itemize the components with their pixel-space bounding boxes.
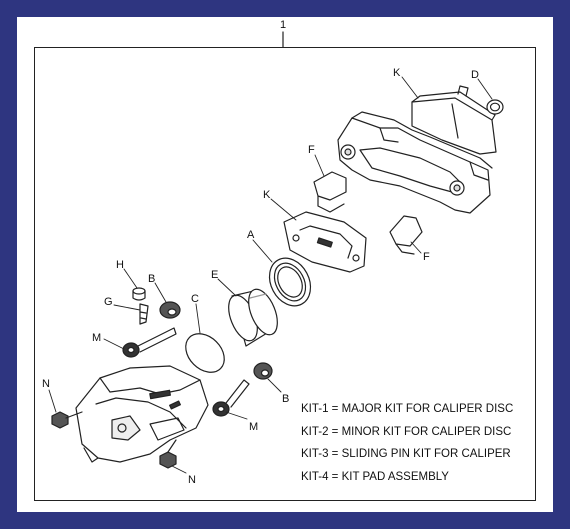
kit-legend-line-2: KIT-2 = MINOR KIT FOR CALIPER DISC [301, 426, 512, 438]
caliper-piston [228, 288, 278, 347]
label-m-top: M [92, 332, 102, 344]
label-h: H [116, 259, 124, 271]
kit-legend-line-3: KIT-3 = SLIDING PIN KIT FOR CALIPER [301, 448, 511, 460]
label-n-bottom: N [188, 474, 196, 486]
caliper-bracket [337, 111, 493, 214]
kit-legend-line-1: KIT-1 = MAJOR KIT FOR CALIPER DISC [301, 403, 514, 415]
guide-bushing-bottom [253, 362, 273, 380]
piston-seal-c [185, 333, 225, 373]
caliper-housing [75, 365, 209, 463]
label-k-middle: K [263, 189, 271, 201]
label-g: G [104, 296, 113, 308]
label-c: C [191, 293, 199, 305]
pad-spring-clip-top [313, 171, 347, 213]
guide-pin-bolt-bottom [212, 379, 250, 417]
mounting-bolt-left [51, 411, 83, 429]
diagram-frame [34, 47, 536, 501]
label-b-top: B [148, 273, 156, 285]
pad-spring-clip-bottom [389, 215, 423, 255]
assembly-number-label: 1 [280, 19, 287, 31]
kit-legend-line-4: KIT-4 = KIT PAD ASSEMBLY [301, 471, 449, 483]
label-k-top: K [393, 67, 401, 79]
label-a: A [247, 229, 255, 241]
guide-bushing-top [159, 301, 181, 319]
mounting-bolt-bottom [159, 439, 177, 469]
label-n-left: N [42, 378, 50, 390]
brake-pad-top [411, 85, 497, 155]
dust-seal-a [268, 257, 312, 307]
label-m-bottom: M [249, 421, 259, 433]
label-f-top: F [308, 144, 315, 156]
guide-pin-bolt-top [122, 327, 177, 358]
label-f-bottom: F [423, 251, 430, 263]
label-d: D [471, 69, 479, 81]
label-b-bottom: B [282, 393, 290, 405]
label-e: E [211, 269, 219, 281]
brake-pad-middle [283, 211, 367, 273]
leader-lines [48, 76, 493, 474]
bleeder-screw [139, 303, 149, 325]
bleeder-cap [132, 287, 146, 301]
seal-ring-d [486, 99, 504, 115]
